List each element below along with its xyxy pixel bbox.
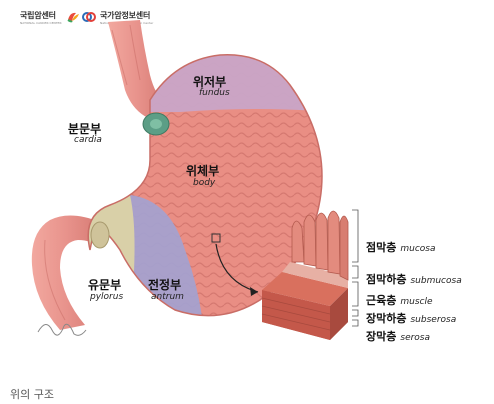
logo1-emblem-icon xyxy=(66,12,79,23)
logo1-sub: NATIONAL CANCER CENTER xyxy=(20,20,62,25)
logo1-name: 국립암센터 xyxy=(20,10,56,20)
logo1-text: 국립암센터 NATIONAL CANCER CENTER xyxy=(20,10,62,25)
layer-submucosa-en: submucosa xyxy=(410,276,462,286)
layer-muscle-en: muscle xyxy=(400,297,433,307)
layer-muscle-ko: 근육층 xyxy=(366,294,397,307)
antrum-label-en: antrum xyxy=(151,292,184,302)
logo2-emblem-icon xyxy=(82,12,96,22)
wall-layers-block xyxy=(261,210,349,340)
layer-mucosa-en: mucosa xyxy=(400,244,436,254)
pylorus-label-en: pylorus xyxy=(90,292,124,302)
antrum-label: 전정부 xyxy=(148,278,182,292)
pylorus-label: 유문부 xyxy=(88,278,122,292)
layer-mucosa-ko: 점막층 xyxy=(366,241,397,254)
detail-marker xyxy=(211,233,221,243)
cardia-label: 분문부 xyxy=(68,122,102,136)
pyloric-sphincter xyxy=(90,221,110,249)
layer-brackets xyxy=(352,209,359,327)
stomach-illustration xyxy=(31,20,359,340)
body-label: 위체부 xyxy=(186,164,220,178)
layer-serosa-en: serosa xyxy=(400,333,431,343)
body-label-en: body xyxy=(193,178,216,188)
duodenum xyxy=(31,215,100,330)
layer-subserosa-ko: 장막하층 xyxy=(366,312,407,325)
logo2-name: 국가암정보센터 xyxy=(100,10,151,20)
fundus-region xyxy=(150,54,322,112)
layer-subserosa-en: subserosa xyxy=(410,315,457,325)
logo-national-cancer-center: 국립암센터 NATIONAL CANCER CENTER xyxy=(20,6,80,28)
artist-signature xyxy=(37,323,87,336)
cardia-label-en: cardia xyxy=(74,135,102,145)
fundus-label-en: fundus xyxy=(199,88,230,98)
fundus-label: 위저부 xyxy=(193,75,227,89)
layer-serosa-ko: 장막층 xyxy=(366,330,397,343)
figure-caption: 위의 구조 xyxy=(10,388,54,401)
esophagus xyxy=(108,20,166,118)
layer-submucosa-ko: 점막하층 xyxy=(366,273,407,286)
